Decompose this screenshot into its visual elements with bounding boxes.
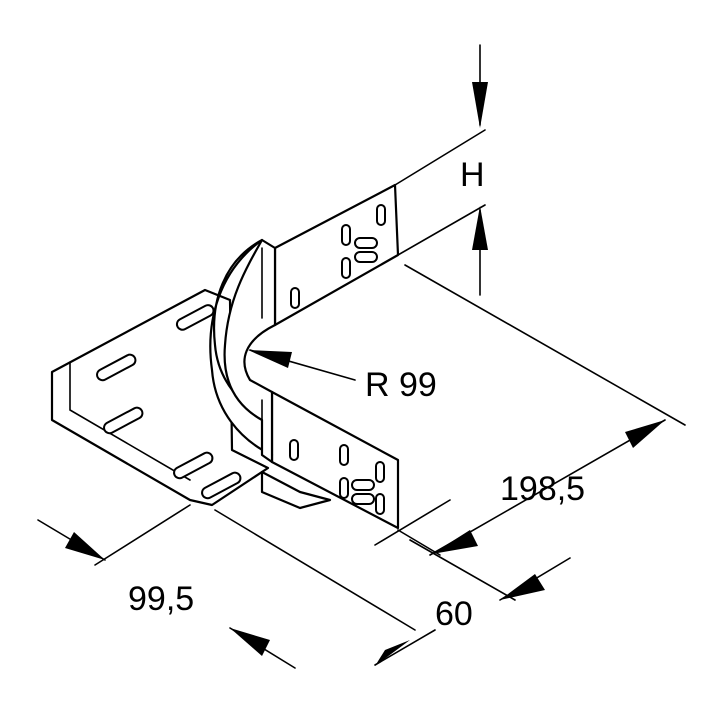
dim-extension-line	[409, 539, 516, 601]
base-slot	[96, 353, 137, 382]
dim-line	[374, 629, 436, 666]
base-plate	[50, 288, 332, 510]
offset-label: 99,5	[128, 580, 194, 618]
length-label: 198,5	[500, 470, 585, 508]
radius-label: R 99	[365, 366, 437, 404]
dim-extension-line	[94, 504, 191, 566]
lower-slot	[351, 479, 375, 491]
base-slot	[201, 471, 242, 500]
arrow-up-left-icon	[230, 628, 270, 656]
arrow-down-left-icon	[500, 574, 545, 600]
lower-slot	[289, 439, 299, 461]
arrow-down-right-icon	[65, 532, 105, 560]
upper-slot	[341, 257, 351, 279]
bend-strip	[209, 238, 277, 464]
arrow-up-icon	[472, 206, 488, 250]
dim-extension-line	[214, 509, 416, 631]
base-slot	[103, 406, 144, 435]
dim-extension-line	[397, 204, 486, 256]
dim-extension-line	[394, 129, 486, 186]
base-plate-tab	[260, 470, 332, 510]
height-label: H	[460, 156, 485, 194]
lower-slot	[375, 493, 385, 515]
upper-side-plate	[273, 183, 400, 327]
lower-side-plate	[270, 390, 400, 530]
upper-slot	[290, 287, 300, 309]
dim-extension-line	[397, 529, 441, 556]
lower-slot	[339, 477, 349, 499]
dim-extension-line	[404, 264, 686, 426]
lower-slot	[351, 493, 375, 505]
arrow-left-icon	[248, 350, 292, 368]
lower-slot	[339, 444, 349, 466]
arrow-up-right-icon	[625, 420, 665, 448]
arrow-down-left-icon	[432, 530, 478, 554]
upper-slot	[341, 224, 351, 246]
dim-line	[374, 499, 451, 546]
width-label: 60	[435, 595, 473, 633]
upper-slot	[354, 251, 378, 263]
upper-slot	[354, 237, 378, 249]
base-slot	[173, 451, 214, 480]
arrow-down-icon	[472, 82, 488, 128]
arrow-up-right-icon	[375, 640, 410, 666]
upper-slot	[376, 204, 386, 226]
lower-slot	[375, 461, 385, 483]
base-slot	[175, 304, 215, 331]
dimension-lines	[37, 44, 686, 669]
base-plate-fold	[69, 361, 191, 481]
